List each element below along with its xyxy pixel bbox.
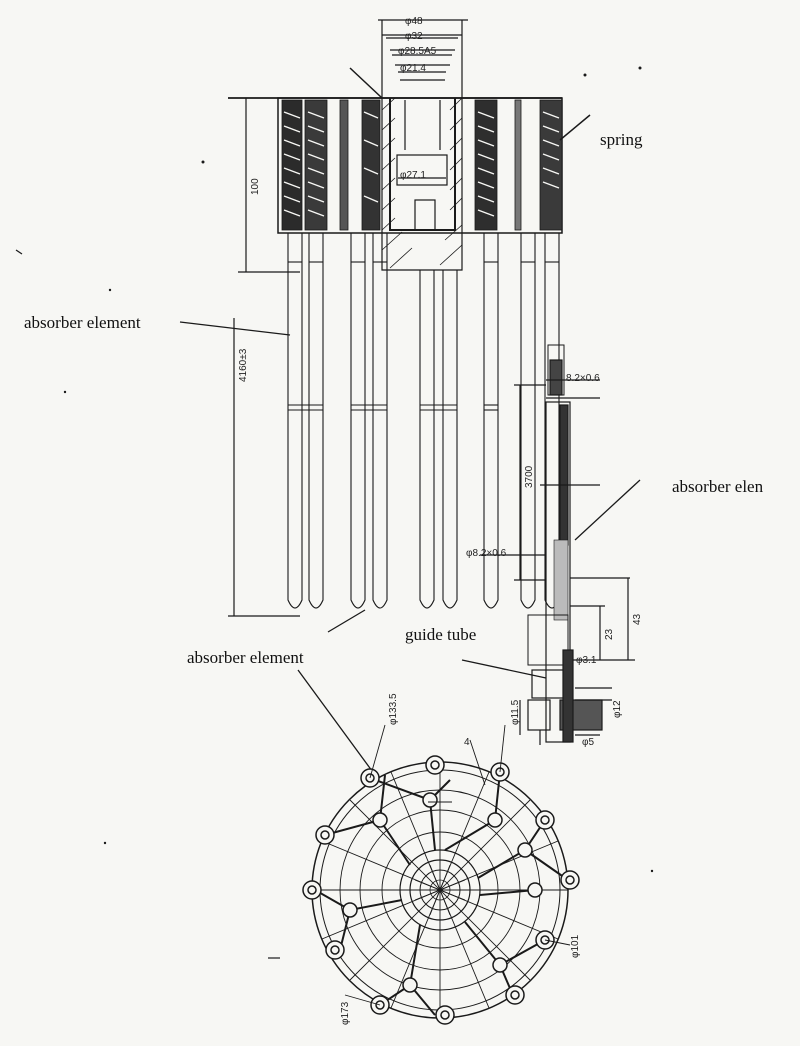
- dim-h4160: 4160±3: [238, 348, 249, 382]
- spider-head: [228, 19, 563, 271]
- dim-h100: 100: [250, 178, 261, 195]
- label-absorber-element-right: absorber elen: [672, 477, 764, 496]
- dim-d101: φ101: [570, 934, 581, 958]
- label-guide-tube: guide tube: [405, 625, 477, 644]
- dim-h43: 43: [632, 613, 643, 625]
- dim-d133-5: φ133.5: [388, 693, 399, 725]
- dim-d28-5: φ28.5A5: [398, 46, 437, 57]
- absorber-rods: [287, 233, 560, 609]
- dim-four: 4: [464, 737, 470, 748]
- dim-d8-2b: φ8.2×0.6: [466, 548, 507, 559]
- label-absorber-element-left: absorber element: [24, 313, 141, 332]
- dim-d5: φ5: [582, 737, 595, 748]
- rod-detail: [461, 344, 641, 745]
- spider-plan-view: [302, 724, 580, 1025]
- dim-d27-1: φ27.1: [400, 170, 426, 181]
- label-absorber-element-bottom: absorber element: [187, 648, 304, 667]
- dim-h3700: 3700: [524, 465, 535, 488]
- dim-d11-5: φ11.5: [510, 699, 521, 725]
- dim-d21-4: φ21.4: [400, 63, 426, 74]
- dim-d32: φ32: [405, 31, 423, 42]
- dim-d48: φ48: [405, 16, 423, 27]
- dim-d8-2: 8.2×0.6: [566, 373, 600, 384]
- label-spring: spring: [600, 130, 643, 149]
- dim-d3-1: φ3.1: [576, 655, 597, 666]
- dim-d12: φ12: [612, 700, 623, 718]
- dim-d173: φ173: [340, 1001, 351, 1025]
- dim-h23: 23: [604, 628, 615, 640]
